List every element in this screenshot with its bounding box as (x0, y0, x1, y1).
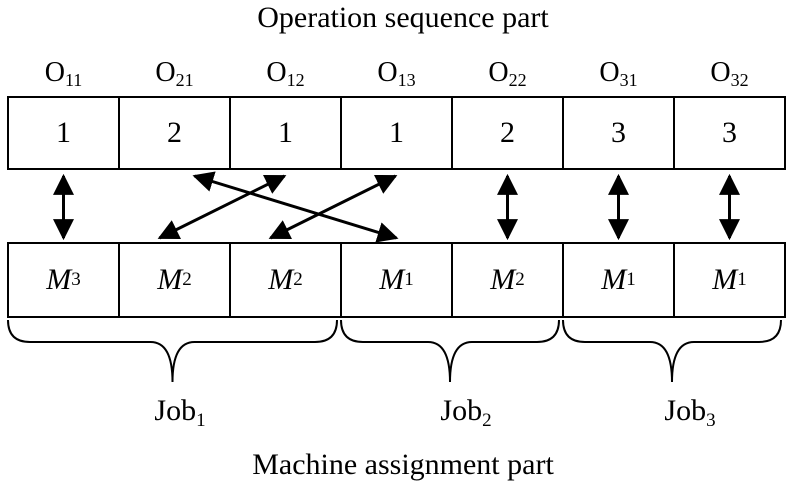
machine-assignment-title: Machine assignment part (252, 448, 554, 481)
operation-sequence-title: Operation sequence part (257, 1, 549, 34)
link-arrow (157, 174, 287, 240)
job-brace (562, 319, 782, 383)
operation-label: O13 (377, 57, 416, 90)
operation-gene: 3 (673, 96, 786, 170)
job-label: Job3 (664, 394, 716, 431)
operation-label: O31 (599, 57, 638, 90)
operation-sequence-row: 1 2 1 1 2 3 3 (7, 96, 786, 170)
operation-label: O22 (488, 57, 527, 90)
job-label: Job2 (440, 394, 492, 431)
link-arrow (268, 174, 398, 240)
operation-label: O21 (155, 57, 194, 90)
job-label: Job1 (154, 394, 206, 431)
job-brace (7, 319, 338, 383)
operation-label: O12 (266, 57, 305, 90)
operation-label: O11 (44, 57, 83, 90)
operation-label: O32 (710, 57, 749, 90)
job-brace (340, 319, 560, 383)
